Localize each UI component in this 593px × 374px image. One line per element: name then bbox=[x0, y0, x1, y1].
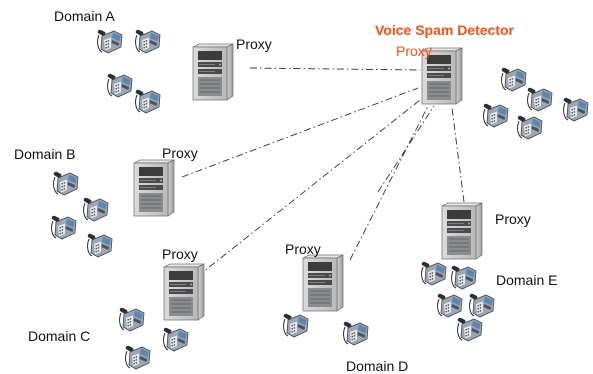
desk-phone-icon bbox=[119, 307, 145, 332]
server-tower-icon bbox=[163, 263, 205, 321]
link-proxy-a bbox=[249, 67, 421, 71]
desk-phone-icon bbox=[283, 313, 309, 338]
domain-c-label: Domain C bbox=[28, 328, 91, 344]
desk-phone-icon bbox=[125, 345, 151, 370]
desk-phone-icon bbox=[53, 171, 79, 196]
desk-phone-icon bbox=[87, 233, 113, 258]
domain-a-phones bbox=[97, 29, 161, 114]
desk-phone-icon bbox=[135, 29, 161, 54]
link-proxy-d bbox=[349, 105, 429, 261]
desk-phone-icon bbox=[527, 87, 553, 112]
link-proxy-e bbox=[451, 107, 465, 203]
desk-phone-icon bbox=[97, 29, 123, 54]
link-center-mid bbox=[377, 105, 435, 193]
desk-phone-icon bbox=[469, 293, 495, 318]
links bbox=[181, 67, 465, 277]
voice-spam-detector-title: Voice Spam Detector bbox=[375, 22, 515, 38]
server-tower-icon bbox=[441, 202, 483, 260]
domain-e-phones bbox=[421, 261, 495, 342]
proxy-a-label: Proxy bbox=[236, 36, 272, 52]
desk-phone-icon bbox=[107, 73, 133, 98]
proxy-c-label: Proxy bbox=[162, 246, 198, 262]
desk-phone-icon bbox=[501, 67, 527, 92]
desk-phone-icon bbox=[343, 321, 369, 346]
desk-phone-icon bbox=[135, 89, 161, 114]
desk-phone-icon bbox=[83, 197, 109, 222]
desk-phone-icon bbox=[421, 261, 447, 286]
desk-phone-icon bbox=[437, 293, 463, 318]
domain-d-phones bbox=[283, 313, 369, 346]
link-proxy-b bbox=[181, 87, 419, 178]
server-tower-icon bbox=[302, 254, 344, 312]
server-tower-icon bbox=[133, 159, 175, 217]
desk-phone-icon bbox=[163, 327, 189, 352]
desk-phone-icon bbox=[517, 115, 543, 140]
domain-a-label: Domain A bbox=[54, 8, 115, 24]
server-tower-icon bbox=[192, 43, 234, 101]
desk-phone-icon bbox=[51, 215, 77, 240]
desk-phone-icon bbox=[451, 265, 477, 290]
desk-phone-icon bbox=[483, 103, 509, 128]
link-proxy-c bbox=[197, 99, 421, 277]
proxy-d-label: Proxy bbox=[285, 241, 321, 257]
proxy-b-label: Proxy bbox=[162, 145, 198, 161]
domain-b-label: Domain B bbox=[14, 146, 76, 162]
detector-phones bbox=[483, 67, 589, 140]
domain-d-label: Domain D bbox=[346, 358, 409, 374]
domain-b-phones bbox=[51, 171, 113, 258]
proxy-e-label: Proxy bbox=[495, 211, 531, 227]
desk-phone-icon bbox=[457, 317, 483, 342]
domain-e-label: Domain E bbox=[496, 272, 558, 288]
detector-proxy-label: Proxy bbox=[396, 43, 432, 59]
desk-phone-icon bbox=[563, 97, 589, 122]
